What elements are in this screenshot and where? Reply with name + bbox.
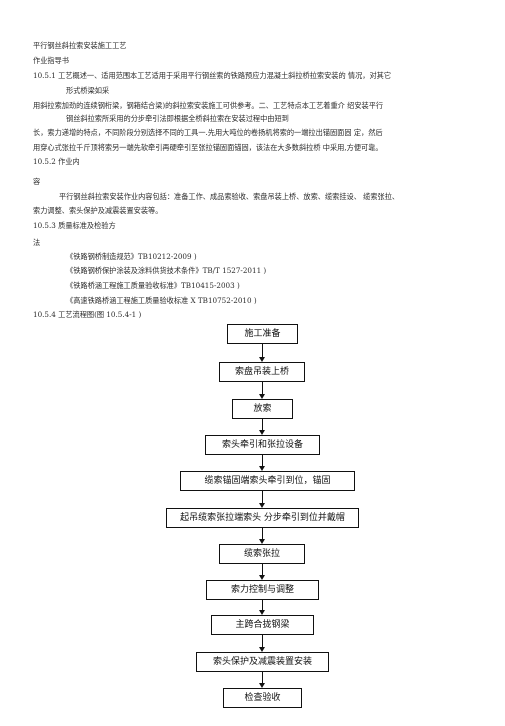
flow-step-release-cable: 放索: [232, 399, 293, 419]
section-heading: 10.5.4 工艺流程图(图 10.5.4-1 ): [33, 310, 142, 319]
flow-arrow: [259, 528, 265, 544]
flow-step-protection: 索头保护及减震装置安装: [196, 652, 329, 672]
flow-step-lift-reel: 索盘吊装上桥: [219, 362, 305, 382]
para-line: 索力调整、索头保护及减震装置安装等。: [33, 206, 163, 215]
flow-arrow: [259, 564, 265, 580]
flow-step-preparation: 施工准备: [227, 324, 298, 344]
flow-arrow: [259, 419, 265, 435]
flow-arrow: [259, 491, 265, 508]
para-line: 用斜拉索加劲的连续钢桁梁，钢箱结合梁)的斜拉索安装施工可供参考。二、工艺特点本工…: [33, 101, 384, 110]
flow-step-inspection: 检查验收: [223, 688, 302, 708]
flow-step-closure: 主跨合拢钢梁: [211, 615, 314, 635]
para-line: 10.5.1 工艺概述一、适用范围本工艺适用于采用平行钢丝索的铁路预应力混凝土斜…: [33, 71, 392, 80]
flow-step-anchor-end: 缆索锚固端索头牵引到位，锚固: [180, 471, 355, 491]
flow-arrow: [259, 455, 265, 471]
flow-step-force-adjust: 索力控制与调整: [206, 580, 319, 600]
flow-arrow: [259, 344, 265, 362]
standard-item: 《高速铁路桥涵工程施工质量验收标准 X TB10752-2010 ): [66, 296, 257, 305]
doc-title: 平行钢丝斜拉索安装施工工艺: [33, 41, 127, 50]
doc-subtitle: 作业指导书: [33, 56, 69, 65]
flow-arrow: [259, 635, 265, 652]
para-line: 钢丝斜拉索所采用的分步牵引法即根据全桥斜拉索在安装过程中由短到: [66, 114, 289, 123]
section-heading-cont: 法: [33, 238, 41, 247]
section-heading: 10.5.2 作业内: [33, 157, 80, 166]
standard-item: 《铁路桥涵工程施工质量验收标准》TB10415-2003 ): [66, 281, 240, 290]
para-line: 用穿心式张拉千斤顶将索另一端先软牵引再硬牵引至张拉锚固面锚固，该法在大多数斜拉桥…: [33, 143, 383, 152]
para-line: 形式桥梁如采: [66, 86, 110, 95]
section-heading: 10.5.3 质量标准及检验方: [33, 221, 116, 230]
standard-item: 《铁路钢桥保护涂装及涂料供货技术条件》TB/T 1527-2011 ): [66, 266, 267, 275]
flow-step-tensioning: 缆索张拉: [219, 544, 305, 564]
flow-arrow: [259, 600, 265, 615]
para-line: 长，索力递增的特点，不同阶段分别选择不同的工具一.先用大吨位的卷扬机将索的一端拉…: [33, 128, 383, 137]
flow-step-tension-end: 起吊缆索张拉端索头 分步牵引到位并戴帽: [166, 508, 359, 528]
section-heading-cont: 容: [33, 177, 41, 186]
flow-arrow: [259, 672, 265, 688]
flow-step-traction-equipment: 索头牵引和张拉设备: [205, 435, 320, 455]
standard-item: 《铁路钢桥制造规范》TB10212-2009 ): [66, 252, 197, 261]
flow-arrow: [259, 382, 265, 399]
para-line: 平行钢丝斜拉索安装作业内容包括：准备工作、成品索验收、索盘吊装上桥、放索、缆索挂…: [59, 192, 400, 201]
